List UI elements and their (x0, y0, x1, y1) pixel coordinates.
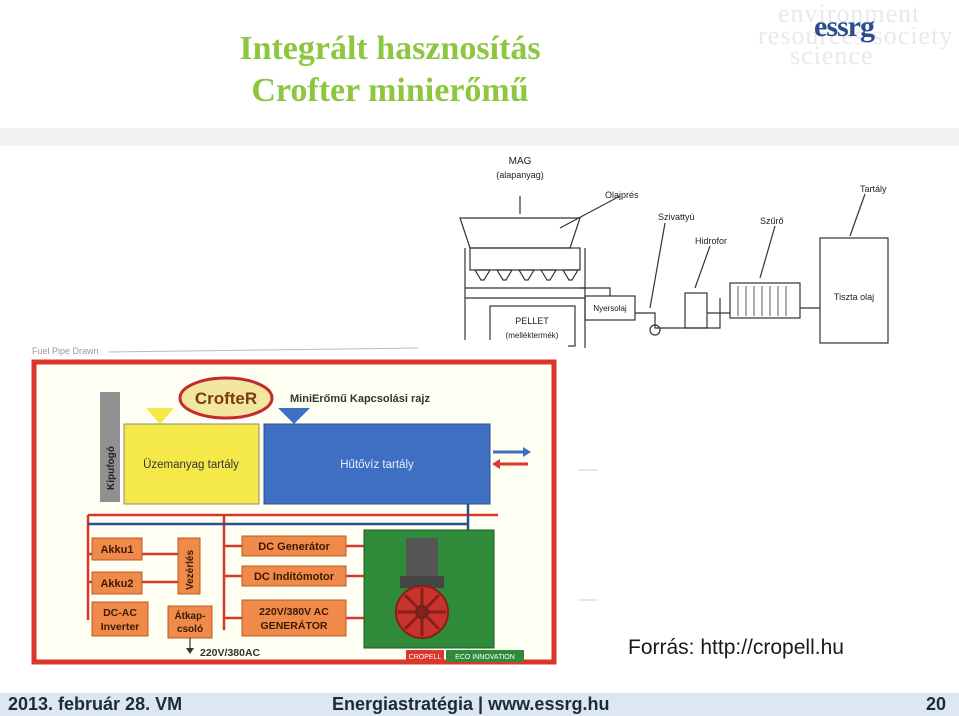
slide-title: Integrált hasznosítás Crofter minierőmű (150, 28, 630, 112)
akku2-label: Akku2 (100, 578, 133, 590)
akku1-label: Akku1 (100, 544, 133, 556)
cooling-water-tank (263, 423, 491, 505)
pellet-label: PELLET (515, 316, 549, 326)
hutoviz-label: Hűtővíz tartály (340, 459, 414, 471)
hidrofor-label: Hidrofor (695, 236, 727, 246)
eco-badge (446, 650, 524, 662)
control-box (177, 537, 201, 595)
title-line-2: Crofter minierőmű (251, 72, 529, 109)
crofter-plant-diagram: Fuel Pipe Drawn CrofteR MiniErőmű Kapcso… (28, 340, 568, 670)
tartaly-label: Tartály (860, 184, 887, 194)
dc-generator-box (241, 535, 347, 557)
watermark-line-3: science (790, 41, 874, 70)
header-band (0, 128, 959, 146)
kipufogo-label: Kipufogó (106, 446, 117, 490)
filter-shape (729, 282, 801, 319)
cropell-badge (406, 650, 444, 662)
inverter-box (91, 601, 149, 637)
szivattyu-label: Szivattyú (658, 212, 695, 222)
dc-generator-label: DC Generátor (258, 541, 330, 553)
mag-label: MAG (509, 156, 532, 167)
vezerles-label: Vezérlés (185, 550, 196, 590)
essrg-logo: essrg (814, 10, 875, 43)
exhaust-pipe (100, 392, 120, 502)
eco-innovation-label: ECO INNOVATION (455, 654, 515, 661)
diagram-subtitle: MiniErőmű Kapcsolási rajz (290, 393, 430, 405)
press-funnels (473, 269, 580, 281)
footer-website: Energiastratégia | www.essrg.hu (332, 694, 610, 714)
dc-starter-box (241, 565, 347, 587)
source-caption: Forrás: http://cropell.hu (628, 636, 844, 659)
pump-shape (649, 324, 661, 336)
atkap-label: Átkap- (174, 609, 205, 622)
page-number: 20 (926, 694, 947, 714)
dc-ac-label: DC-AC (103, 607, 137, 619)
csolo-label: csoló (177, 624, 203, 635)
akku2-box (91, 571, 143, 595)
nyersolaj-label: Nyersolaj (593, 304, 627, 313)
uzemanyag-label: Üzemanyag tartály (143, 459, 239, 471)
fuel-tank (123, 423, 260, 505)
ac-generator-box (241, 599, 347, 637)
background-sketch (578, 469, 598, 601)
crofter-brand-badge (178, 376, 274, 420)
watermark-line-1: environment (778, 0, 921, 28)
szuro-label: Szűrő (760, 216, 784, 226)
dc-inditomotor-label: DC Indítómotor (254, 571, 335, 583)
akku1-box (91, 537, 143, 561)
watermark-line-2: resources society (758, 21, 954, 50)
ac-generator-label-1: 220V/380V AC (259, 606, 329, 618)
footer-bar: 2013. február 28. VM Energiastratégia | … (0, 693, 959, 716)
faint-header-caption: Fuel Pipe Drawn (32, 346, 99, 356)
cropell-label: CROPELL (409, 654, 442, 661)
oil-press-diagram: MAG (alapanyag) Olajprés Szivattyú Szűrő… (420, 148, 900, 353)
crofter-brand-text: CrofteR (195, 389, 257, 408)
engine-block (406, 538, 438, 580)
tiszta-olaj-label: Tiszta olaj (834, 292, 874, 302)
title-line-1: Integrált hasznosítás (239, 30, 541, 67)
footer-date: 2013. február 28. VM (8, 694, 183, 714)
alapanyag-label: (alapanyag) (496, 170, 544, 180)
hidrofor-shape (684, 292, 708, 329)
inverter-label: Inverter (101, 621, 140, 633)
output-voltage-label: 220V/380AC (200, 647, 261, 659)
oil-tank (819, 237, 889, 344)
olajpres-label: Olajprés (605, 190, 639, 200)
mellektermek-label: (melléktermék) (506, 331, 559, 340)
switch-box (167, 605, 213, 639)
ac-generator-label-2: GENERÁTOR (261, 619, 328, 632)
